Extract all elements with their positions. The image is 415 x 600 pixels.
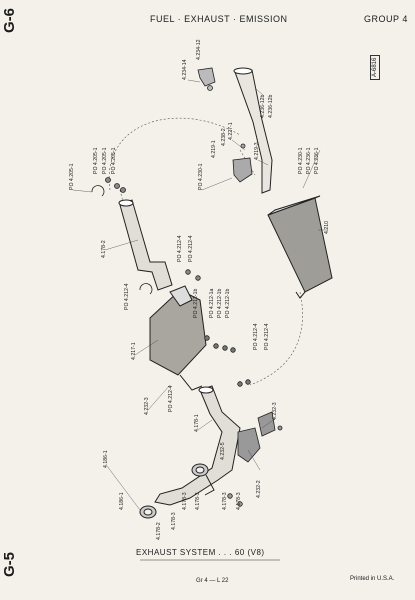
- part-label: PO 4.212-4: [124, 283, 130, 310]
- part-label: 4.178-3: [195, 492, 201, 510]
- part-label: 4.178-3: [182, 492, 188, 510]
- intermediate-muffler: [149, 285, 207, 391]
- part-label: PO 4.236-1: [314, 147, 320, 174]
- part-label: PO 4.212-4: [177, 235, 183, 262]
- part-label: 4.219-1: [211, 140, 217, 158]
- leader-lines: [72, 79, 328, 511]
- part-label: 4.178-1: [194, 414, 200, 432]
- part-label: 4.186-1: [103, 450, 109, 468]
- part-label: 4.178-2: [101, 240, 107, 258]
- y-pipe-flanges: [139, 463, 215, 519]
- part-label: 4.234-14: [182, 59, 188, 80]
- rear-muffler: [267, 195, 333, 299]
- part-label: 4.227-1: [228, 122, 234, 140]
- part-label: PO 4.212-4: [188, 235, 194, 262]
- part-label: PO 4.205-1: [69, 163, 75, 190]
- part-label: PO 4.212-1b: [225, 288, 231, 318]
- lower-pipe: [154, 385, 241, 506]
- part-label: 4.236-12b: [260, 95, 266, 118]
- page-number: Gr 4 — L 22: [196, 578, 229, 584]
- part-label: 4.232-3: [144, 397, 150, 415]
- part-label: PO 4.212-4: [264, 323, 270, 350]
- hanger-bracket-top: [197, 67, 216, 91]
- hardware-middle: [204, 335, 251, 387]
- part-label: PO 4.212-1b: [193, 288, 199, 318]
- part-label: 4.178-3: [222, 492, 228, 510]
- part-label: PO 4.212-4: [168, 385, 174, 412]
- part-label: 4.217-1: [131, 342, 137, 360]
- part-label: 4.186-1: [119, 492, 125, 510]
- part-label: PO 4.205-1: [93, 147, 99, 174]
- part-label: 4.232-2: [256, 480, 262, 498]
- part-label: 4.238-2: [221, 128, 227, 146]
- front-pipe: [118, 199, 173, 291]
- page-title: FUEL · EXHAUST · EMISSION: [150, 14, 288, 24]
- part-label: 4.232-5: [220, 442, 226, 460]
- part-label: 4.234-12: [196, 39, 202, 60]
- part-label: PO 4.212-1b: [217, 288, 223, 318]
- part-label: 4.178-3: [171, 512, 177, 530]
- part-label: PO 4.205-1: [102, 147, 108, 174]
- part-label: PO 4.205-1: [111, 147, 117, 174]
- part-label: PO 4.212-4: [253, 323, 259, 350]
- part-label: PO 4.230-1: [198, 163, 204, 190]
- part-label: 4.178-3: [236, 492, 242, 510]
- part-label: 4.236-12b: [268, 95, 274, 118]
- clamps-left: [91, 177, 201, 295]
- hanger-bracket-lower: [227, 411, 283, 507]
- part-label: 4.232-3: [272, 402, 278, 420]
- part-label: 4.219-3: [254, 142, 260, 160]
- part-label: 4.210: [324, 221, 330, 234]
- part-label: PO 4.230-1: [298, 147, 304, 174]
- part-label: 4.178-2: [156, 522, 162, 540]
- printed-note: Printed in U.S.A.: [350, 576, 395, 582]
- part-label: PO 4.236-1: [306, 147, 312, 174]
- group-label: GROUP 4: [364, 14, 408, 24]
- part-label: PO 4.212-1a: [209, 288, 215, 318]
- hanger-middle: [232, 143, 253, 183]
- figure-caption: EXHAUST SYSTEM . . . 60 (V8): [136, 548, 265, 557]
